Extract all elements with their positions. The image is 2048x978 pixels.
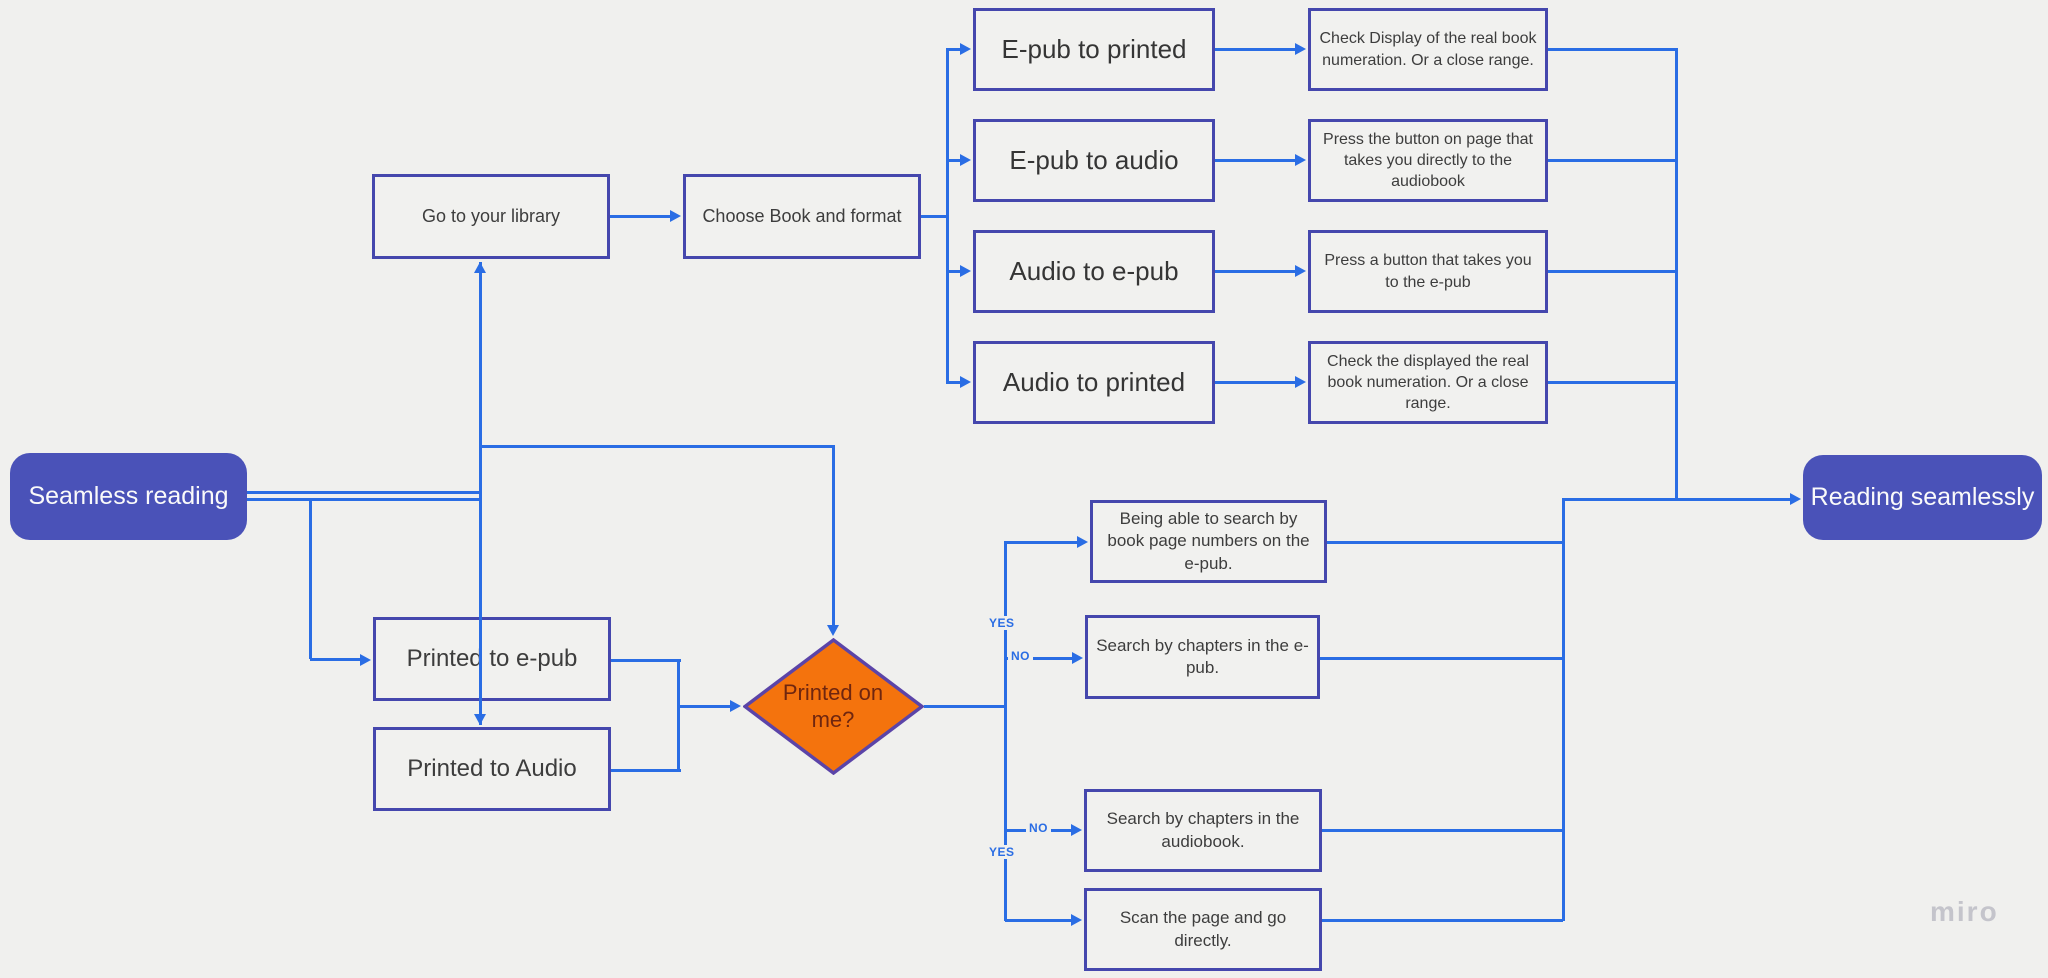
- edge-label-no-bottom: NO: [1026, 821, 1051, 835]
- connector-segment: [1215, 381, 1300, 384]
- connector-arrowhead: [1071, 914, 1082, 926]
- connector-segment: [611, 769, 681, 772]
- outcome-scan-page[interactable]: Scan the page and go directly.: [1084, 888, 1322, 971]
- connector-arrowhead: [730, 700, 741, 712]
- decision-label: Printed on me?: [782, 680, 884, 732]
- connector-segment: [1548, 381, 1676, 384]
- connector-segment: [1548, 159, 1676, 162]
- description-text: Press the button on page that takes you …: [1323, 130, 1533, 191]
- connector-segment: [1215, 159, 1300, 162]
- description-audio-to-epub[interactable]: Press a button that takes you to the e-p…: [1308, 230, 1548, 313]
- connector-segment: [1322, 919, 1563, 922]
- description-text: Press a button that takes you to the e-p…: [1324, 252, 1532, 291]
- connector-segment: [1005, 541, 1082, 544]
- connector-segment: [310, 658, 365, 661]
- connector-segment: [480, 445, 835, 448]
- connector-segment: [947, 270, 965, 273]
- connector-segment: [1675, 48, 1678, 500]
- format-label: E-pub to printed: [1001, 33, 1187, 64]
- outcome-text: Being able to search by book page number…: [1107, 509, 1310, 573]
- connector-segment: [1322, 829, 1563, 832]
- connector-arrowhead: [1071, 824, 1082, 836]
- connector-arrowhead: [1072, 652, 1083, 664]
- outcome-search-chapters-epub[interactable]: Search by chapters in the e-pub.: [1085, 615, 1320, 699]
- description-epub-to-audio[interactable]: Press the button on page that takes you …: [1308, 119, 1548, 202]
- outcome-search-chapters-audiobook[interactable]: Search by chapters in the audiobook.: [1084, 789, 1322, 872]
- connector-segment: [924, 705, 1005, 708]
- connector-segment: [1005, 919, 1077, 922]
- outcome-text: Search by chapters in the audiobook.: [1106, 809, 1300, 851]
- connector-segment: [1215, 270, 1300, 273]
- process-go-to-library[interactable]: Go to your library: [372, 174, 610, 259]
- connector-segment: [1215, 48, 1300, 51]
- process-label: Choose Book and format: [702, 205, 902, 226]
- connector-arrowhead: [827, 625, 839, 636]
- connector-arrowhead: [474, 262, 486, 273]
- connector-arrowhead: [1077, 536, 1088, 548]
- connector-segment: [677, 659, 680, 771]
- format-epub-to-audio[interactable]: E-pub to audio: [973, 119, 1215, 202]
- format-label: E-pub to audio: [1009, 144, 1179, 175]
- outcome-search-page-numbers[interactable]: Being able to search by book page number…: [1090, 500, 1327, 583]
- decision-printed-on-me[interactable]: Printed on me?: [742, 637, 925, 776]
- connector-segment: [1562, 498, 1565, 921]
- connector-arrowhead: [1295, 376, 1306, 388]
- format-label: Audio to e-pub: [1009, 255, 1179, 286]
- connector-segment: [1327, 541, 1563, 544]
- connector-segment: [247, 498, 480, 501]
- connector-segment: [947, 381, 965, 384]
- process-label: Printed to e-pub: [406, 645, 578, 673]
- description-audio-to-printed[interactable]: Check the displayed the real book numera…: [1308, 341, 1548, 424]
- connector-arrowhead: [960, 154, 971, 166]
- format-audio-to-epub[interactable]: Audio to e-pub: [973, 230, 1215, 313]
- connector-segment: [947, 48, 965, 51]
- diamond-shape: [742, 637, 925, 776]
- connector-arrowhead: [1295, 43, 1306, 55]
- connector-arrowhead: [960, 376, 971, 388]
- terminator-label: Seamless reading: [28, 482, 229, 510]
- connector-segment: [1548, 270, 1676, 273]
- edge-label-yes-top: YES: [986, 616, 1018, 630]
- connector-arrowhead: [1790, 493, 1801, 505]
- process-printed-to-audio[interactable]: Printed to Audio: [373, 727, 611, 811]
- connector-segment: [1548, 48, 1676, 51]
- outcome-text: Search by chapters in the e-pub.: [1096, 635, 1309, 677]
- connector-segment: [1320, 657, 1563, 660]
- terminator-label: Reading seamlessly: [1810, 483, 2035, 511]
- description-text: Check Display of the real book numeratio…: [1319, 30, 1537, 69]
- connector-segment: [947, 159, 965, 162]
- connector-segment: [946, 48, 949, 384]
- connector-arrowhead: [474, 714, 486, 725]
- connector-segment: [611, 659, 681, 662]
- description-epub-to-printed[interactable]: Check Display of the real book numeratio…: [1308, 8, 1548, 91]
- process-printed-to-epub[interactable]: Printed to e-pub: [373, 617, 611, 701]
- process-label: Printed to Audio: [407, 755, 577, 783]
- connector-arrowhead: [1295, 154, 1306, 166]
- connector-segment: [309, 499, 312, 659]
- miro-logo[interactable]: miro: [1930, 896, 1999, 927]
- description-text: Check the displayed the real book numera…: [1327, 352, 1529, 413]
- terminator-seamless-reading[interactable]: Seamless reading: [10, 453, 247, 540]
- terminator-reading-seamlessly[interactable]: Reading seamlessly: [1803, 455, 2042, 540]
- connector-segment: [832, 446, 835, 630]
- edge-label-yes-bottom: YES: [986, 845, 1018, 859]
- format-epub-to-printed[interactable]: E-pub to printed: [973, 8, 1215, 91]
- connector-segment: [1004, 541, 1007, 921]
- connector-segment: [921, 215, 947, 218]
- format-audio-to-printed[interactable]: Audio to printed: [973, 341, 1215, 424]
- outcome-text: Scan the page and go directly.: [1119, 908, 1287, 950]
- connector-arrowhead: [960, 43, 971, 55]
- process-choose-book-and-format[interactable]: Choose Book and format: [683, 174, 921, 259]
- connector-arrowhead: [1295, 265, 1306, 277]
- connector-segment: [610, 215, 675, 218]
- edge-label-no-top: NO: [1008, 649, 1033, 663]
- process-label: Go to your library: [421, 205, 561, 226]
- connector-arrowhead: [960, 265, 971, 277]
- connector-segment: [678, 705, 735, 708]
- format-label: Audio to printed: [1002, 366, 1186, 397]
- connector-segment: [1563, 498, 1793, 501]
- connector-segment: [247, 491, 480, 494]
- connector-arrowhead: [670, 210, 681, 222]
- connector-arrowhead: [360, 654, 371, 666]
